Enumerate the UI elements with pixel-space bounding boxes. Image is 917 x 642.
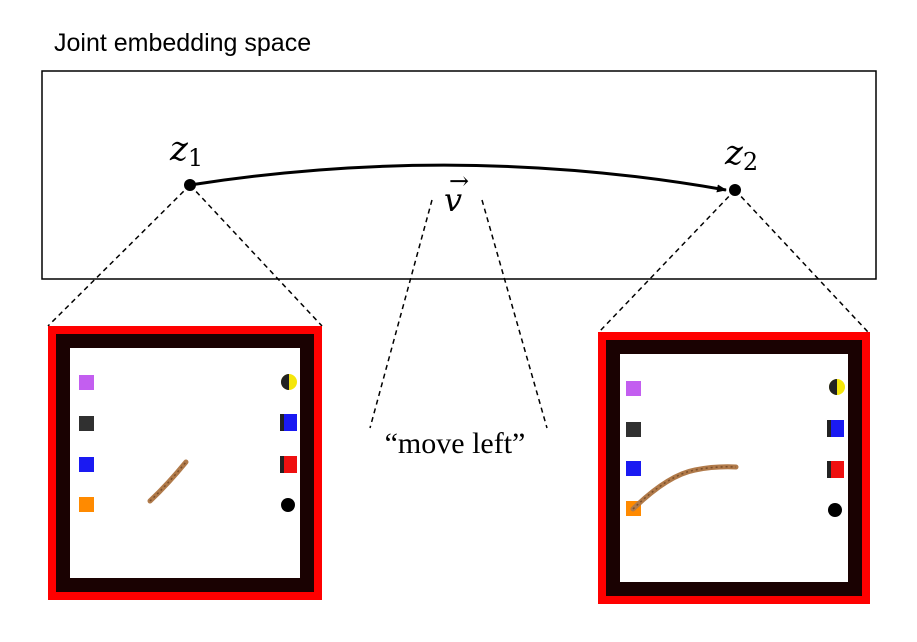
projection-line-z2-right	[734, 189, 869, 333]
left-scene-panel	[48, 326, 322, 600]
projection-line-z2-left	[598, 189, 736, 333]
right-yellow-circle-shadow	[829, 379, 837, 395]
right-scene-panel	[598, 332, 870, 604]
instruction-text: “move left”	[385, 427, 526, 460]
right-blue-square-right	[827, 420, 844, 437]
left-black-square	[79, 416, 94, 431]
right-purple-square	[626, 381, 641, 396]
vector-arrow-accent: →	[449, 167, 469, 195]
right-blue-square-shadow	[827, 420, 831, 437]
left-blue-square-shadow	[280, 414, 284, 431]
vector-v-label: v	[444, 181, 462, 219]
left-orange-square	[79, 497, 94, 512]
right-red-square-shadow	[827, 461, 831, 478]
right-stroke-trajectory	[630, 464, 739, 512]
left-yellow-circle-shadow	[281, 374, 289, 390]
left-purple-square	[79, 375, 94, 390]
left-blue-square	[79, 457, 94, 472]
left-blue-square-right	[280, 414, 297, 431]
right-red-square	[827, 461, 844, 478]
projection-line-z1-right	[189, 184, 323, 327]
left-red-square	[280, 456, 297, 473]
right-black-circle	[828, 503, 842, 517]
left-stroke-texture	[149, 461, 187, 502]
transition-arrow	[189, 163, 727, 193]
vector-line-right	[481, 199, 548, 429]
diagram-title: Joint embedding space	[54, 29, 311, 57]
left-black-circle	[281, 498, 295, 512]
left-red-square-shadow	[280, 456, 284, 473]
label-z2: z2	[724, 133, 758, 176]
projection-line-z1-left	[47, 184, 191, 327]
vector-line-left	[369, 199, 433, 429]
right-black-square	[626, 422, 641, 437]
right-blue-square	[626, 461, 641, 476]
embedding-space-box	[41, 70, 877, 280]
label-z1: z1	[169, 129, 203, 172]
